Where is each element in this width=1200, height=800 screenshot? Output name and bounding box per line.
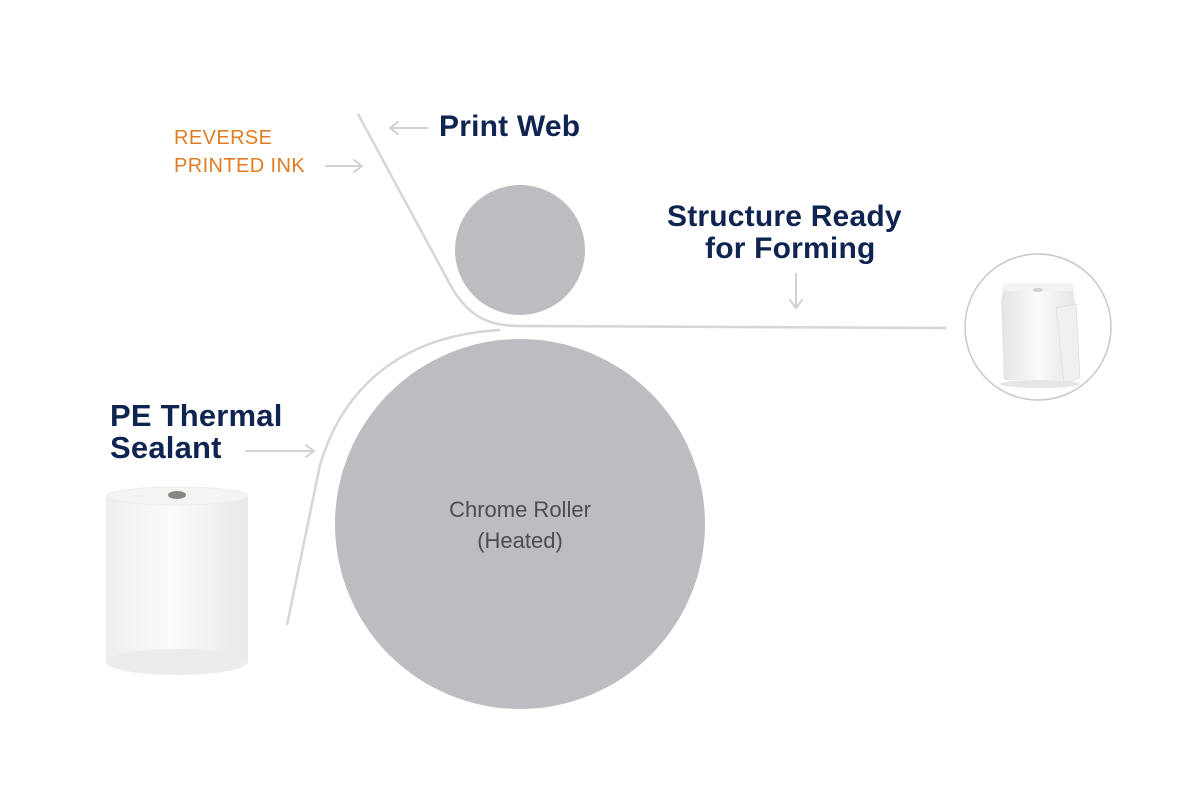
- sealant-web-line: [285, 328, 501, 626]
- structure-ready-label: for Forming: [705, 232, 876, 265]
- arrow-icon: [789, 273, 803, 309]
- print-web-line: [356, 113, 947, 330]
- roller-label-line: Chrome Roller: [449, 497, 591, 522]
- reverse-ink-label: PRINTED INK: [174, 155, 306, 177]
- structure-ready-label: Structure Ready: [667, 200, 902, 233]
- stand-up-pouch-icon: [964, 253, 1112, 401]
- arrow-icon: [245, 444, 315, 458]
- nip-roller: [455, 185, 585, 315]
- arrow-icon: [325, 159, 363, 173]
- film-roll-icon: [105, 486, 249, 675]
- chrome-roller-label: Chrome Roller (Heated): [400, 494, 640, 556]
- pe-sealant-label: PE Thermal: [110, 398, 283, 433]
- arrow-icon: [389, 121, 429, 135]
- roller-label-line: (Heated): [477, 528, 563, 553]
- print-web-label: Print Web: [439, 110, 581, 143]
- pe-sealant-label: Sealant: [110, 430, 222, 465]
- reverse-ink-label: REVERSE: [174, 127, 273, 149]
- chrome-roller: [335, 339, 705, 709]
